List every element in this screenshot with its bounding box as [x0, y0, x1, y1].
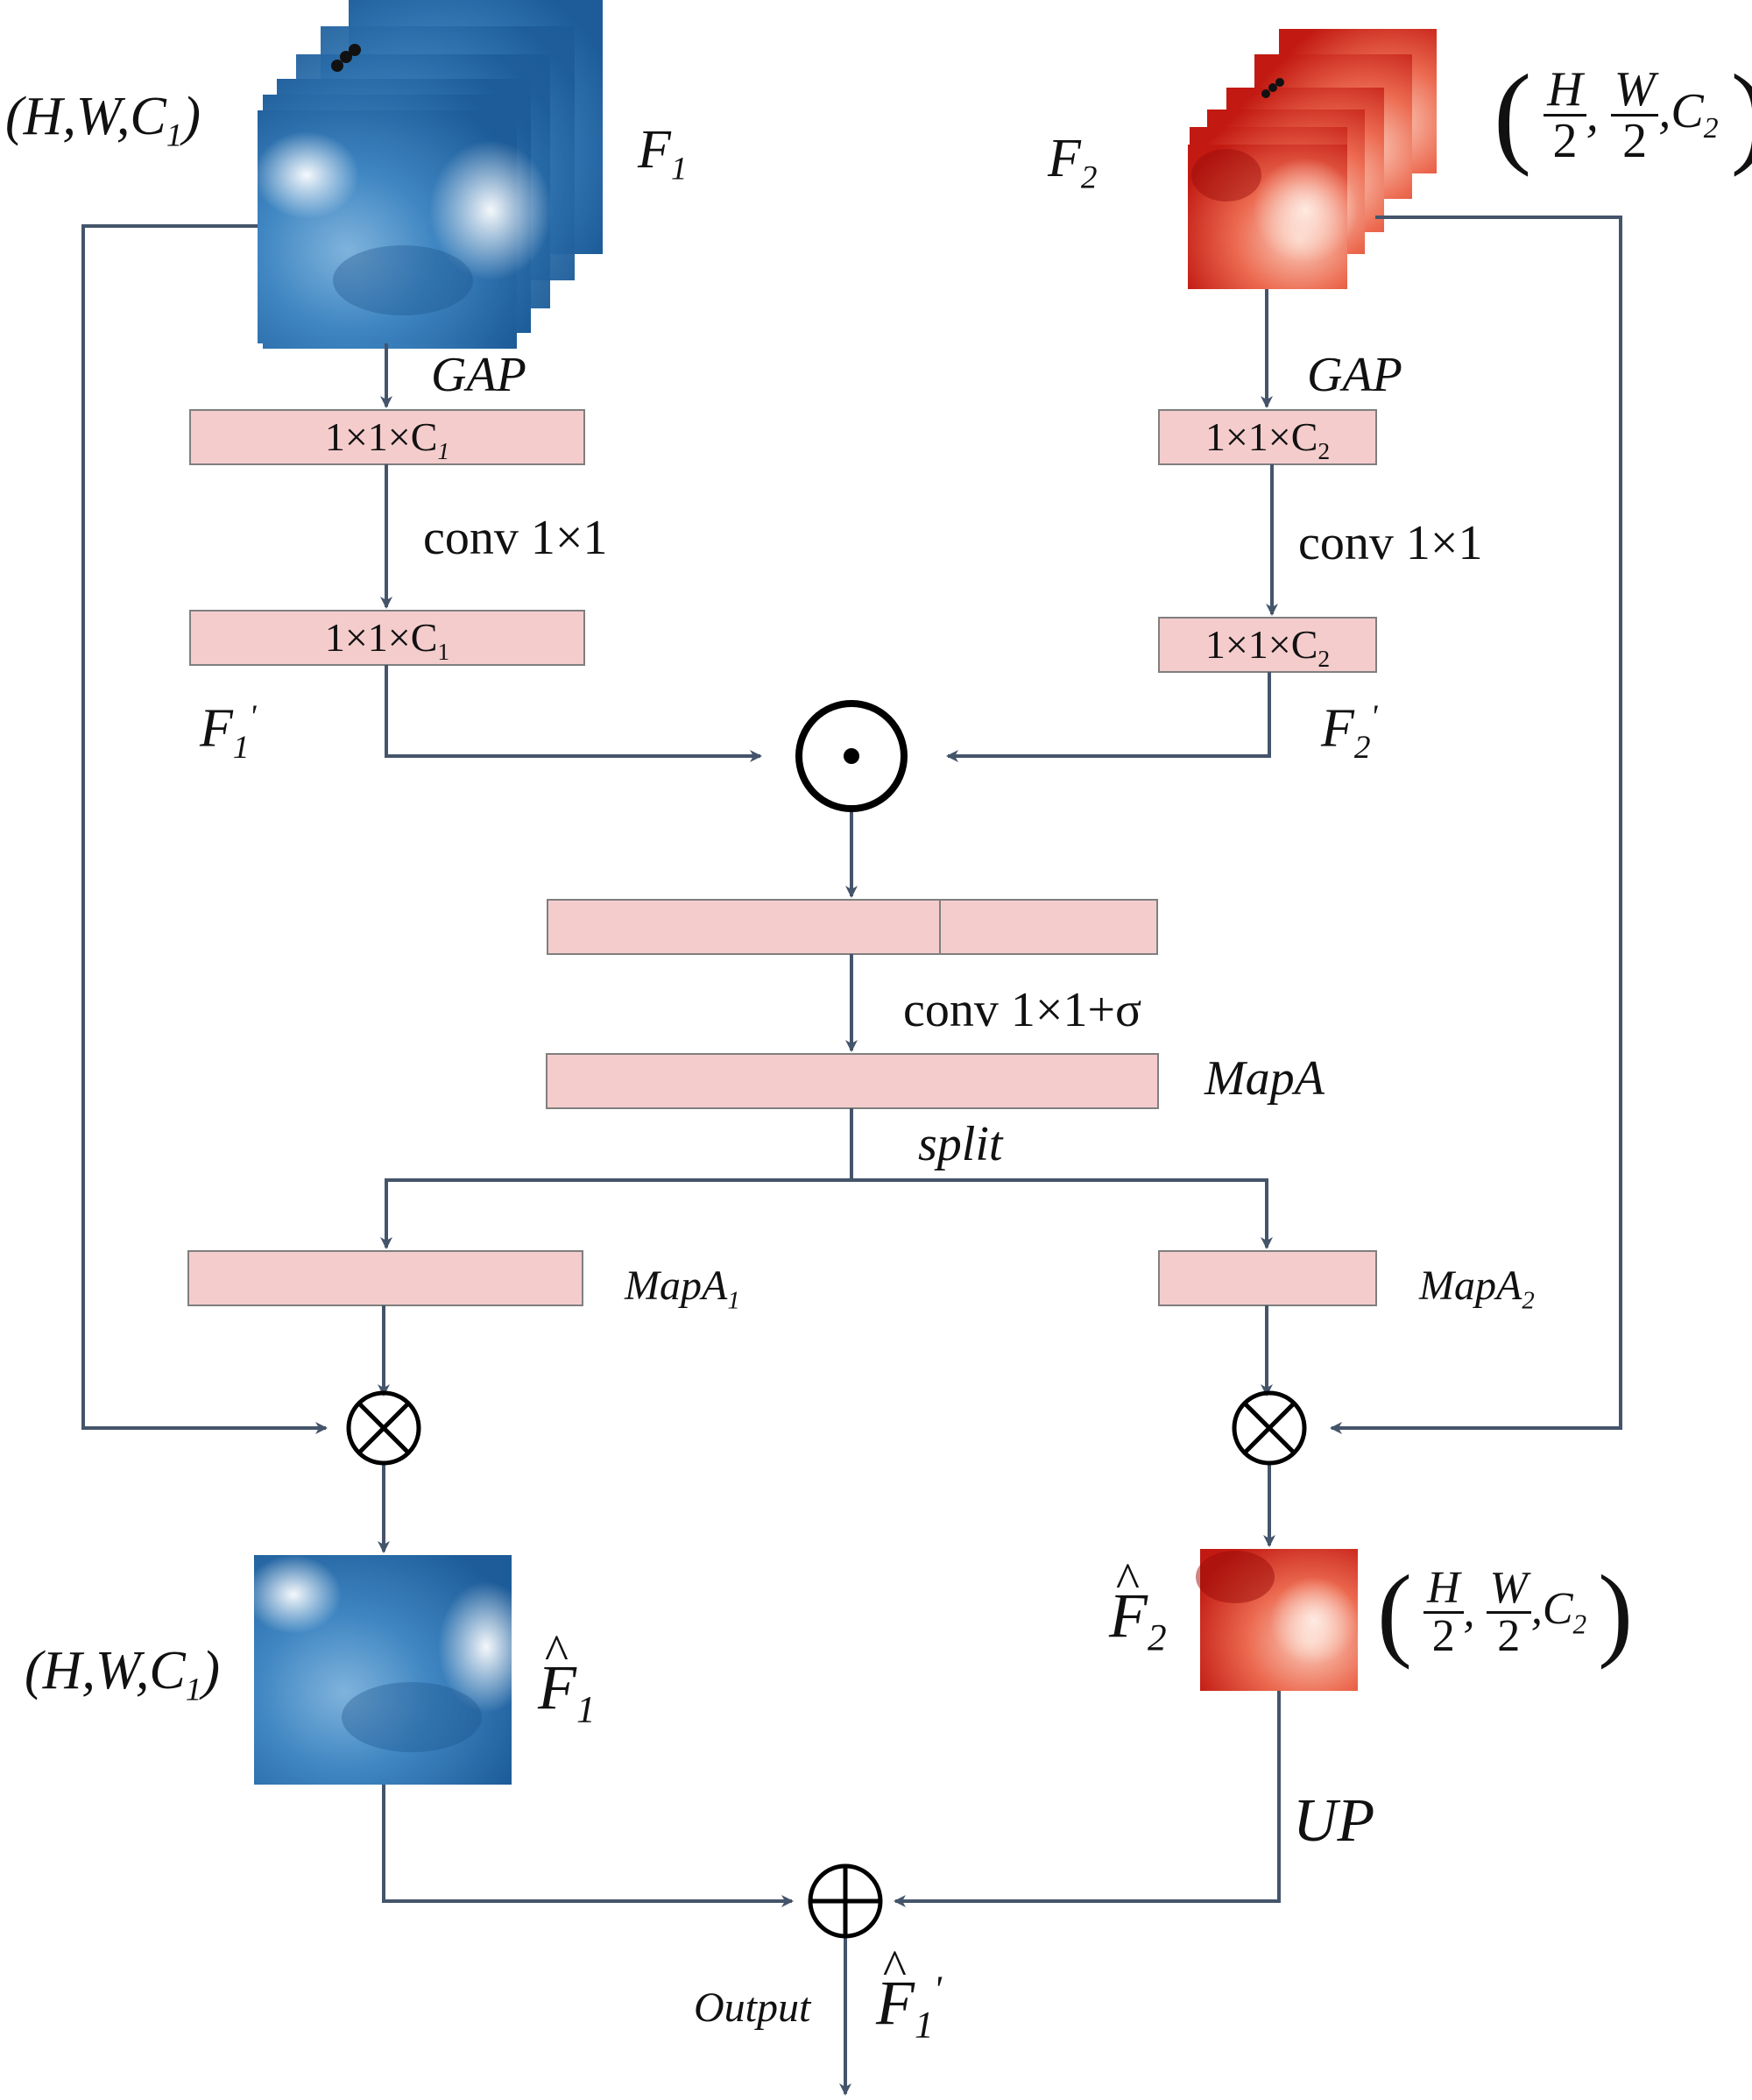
f2-hat-map — [1196, 1549, 1358, 1691]
conv-sigma-label: conv 1×1+σ — [903, 983, 1142, 1037]
mapa1-box — [187, 1250, 583, 1306]
left-gap-box — [189, 409, 585, 465]
f1-feature-stack — [254, 0, 603, 349]
f1-hat-label: F1 — [538, 1628, 596, 1729]
connectors — [81, 216, 1622, 2096]
mapa1-label: MapA1 — [625, 1262, 740, 1315]
split-label: split — [918, 1117, 1003, 1171]
output-label: Output — [694, 1984, 811, 2031]
up-label: UP — [1293, 1787, 1375, 1855]
gap-left-label: GAP — [431, 348, 526, 402]
multiply-operator-left — [346, 1390, 421, 1466]
f2-dims-label: ( H 2 , W 2 ,C2 ) — [1494, 52, 1752, 178]
conv-left-label: conv 1×1 — [423, 511, 608, 565]
f2-hat-label: F2 — [1109, 1556, 1167, 1658]
f1-hat-map — [245, 1555, 534, 1785]
left-gap-box-label: 1×1×C1 — [324, 414, 450, 465]
gap-right-label: GAP — [1307, 348, 1402, 402]
mapa2-label: MapA2 — [1419, 1262, 1535, 1315]
conv-right-label: conv 1×1 — [1298, 516, 1483, 570]
f1-prime-label: F1' — [200, 698, 257, 767]
f2-hat-dims-label: ( H 2 , W 2 ,C2 ) — [1377, 1553, 1634, 1670]
f1-label: F1 — [638, 120, 688, 187]
left-conv-box-label: 1×1×C1 — [324, 615, 450, 666]
output-feature-label: F1' — [876, 1943, 942, 2045]
mapa-label: MapA — [1204, 1051, 1325, 1106]
mapa-box — [546, 1053, 1159, 1109]
multiply-operator-right — [1232, 1390, 1307, 1466]
f2-prime-label: F2' — [1321, 698, 1378, 767]
f2-label: F2 — [1048, 129, 1098, 196]
right-gap-box-label: 1×1×C2 — [1204, 414, 1331, 465]
left-conv-box — [189, 610, 585, 666]
f2-feature-stack — [1188, 29, 1437, 289]
mapa2-box — [1158, 1250, 1377, 1306]
feature-boxes — [187, 409, 1377, 1306]
right-gap-box — [1158, 409, 1377, 465]
elementwise-product-operator — [795, 700, 908, 812]
right-conv-box-label: 1×1×C2 — [1204, 622, 1331, 673]
concat-box — [547, 899, 1158, 955]
f1-dims-label: (H,W,C1) — [5, 87, 201, 154]
add-operator — [808, 1863, 883, 1939]
f1-hat-dims-label: (H,W,C1) — [25, 1641, 220, 1708]
